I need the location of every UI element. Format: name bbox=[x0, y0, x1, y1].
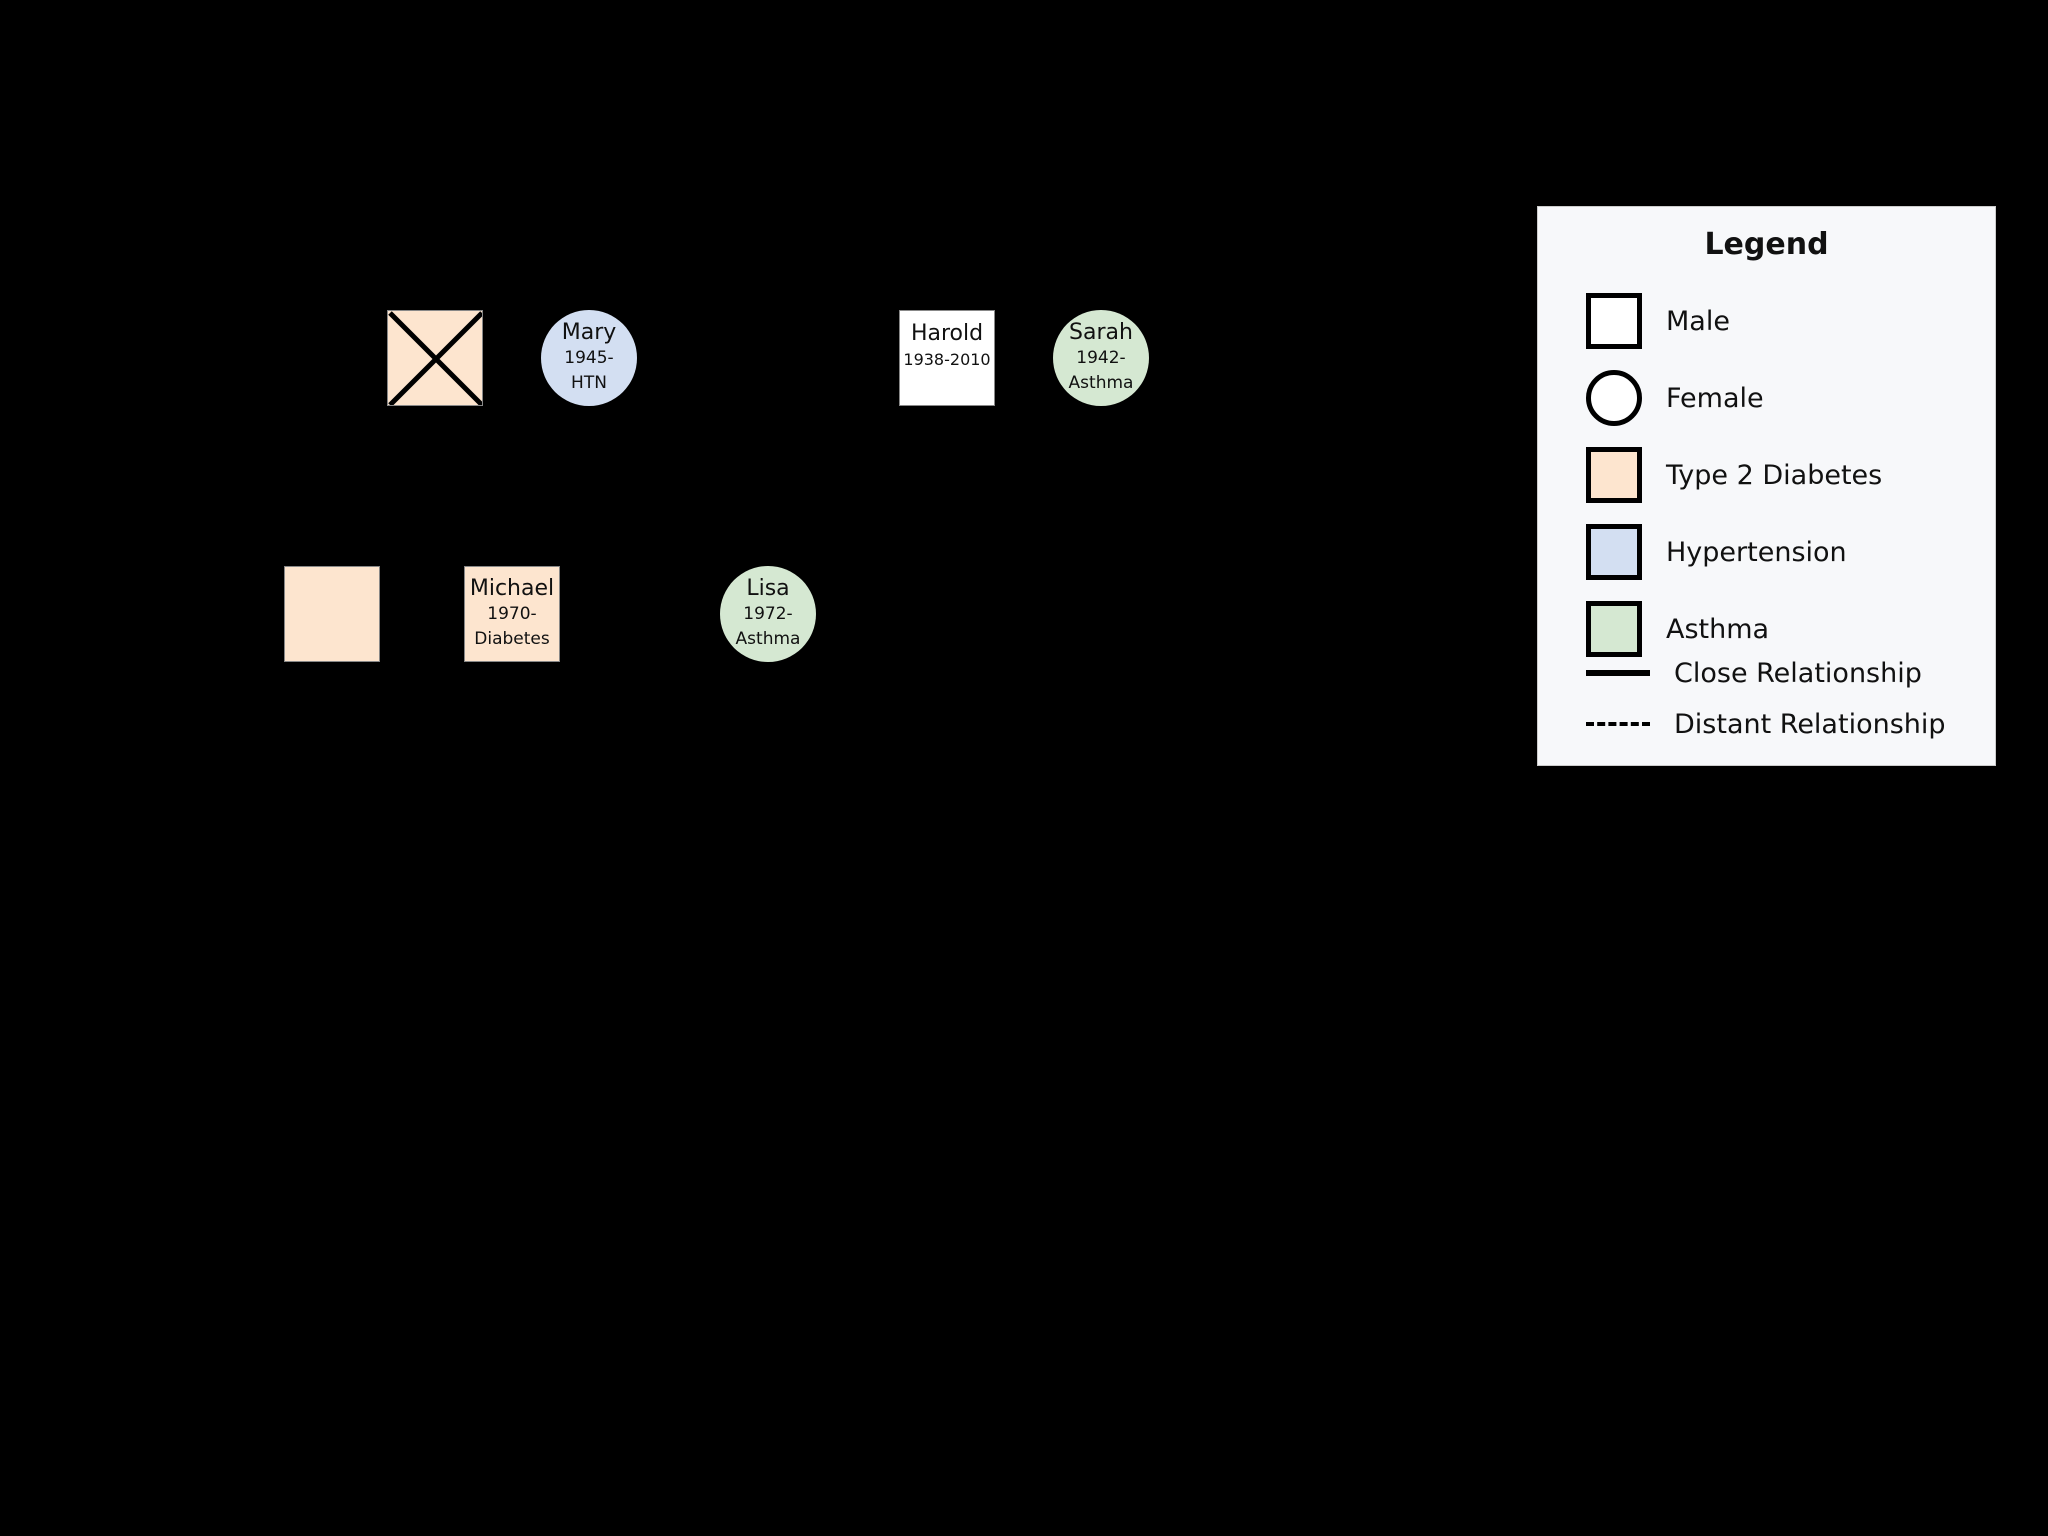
male-square-icon bbox=[1586, 293, 1642, 349]
deceased-cross-icon bbox=[388, 311, 482, 405]
person-condition: Asthma bbox=[735, 629, 801, 649]
legend-item-male: Male bbox=[1586, 293, 1730, 349]
solid-line-icon bbox=[1586, 670, 1650, 676]
legend-item-distant-relationship: Distant Relationship bbox=[1586, 704, 1946, 744]
legend-label: Close Relationship bbox=[1674, 657, 1922, 689]
person-years: 1970- bbox=[487, 604, 537, 624]
person-harold[interactable]: Harold 1938-2010 bbox=[899, 310, 995, 406]
person-michael[interactable]: Michael 1970- Diabetes bbox=[464, 566, 560, 662]
legend-item-close-relationship: Close Relationship bbox=[1586, 653, 1922, 693]
legend-label: Hypertension bbox=[1666, 536, 1847, 568]
person-condition: Diabetes bbox=[474, 629, 550, 649]
person-lisa[interactable]: Lisa 1972- Asthma bbox=[720, 566, 816, 662]
person-years: 1938-2010 bbox=[903, 350, 991, 369]
legend-panel: Legend Male Female Type 2 Diabetes Hyper… bbox=[1537, 206, 1996, 766]
person-years: 1942- bbox=[1076, 348, 1126, 368]
person-unnamed-male[interactable] bbox=[284, 566, 380, 662]
legend-label: Distant Relationship bbox=[1674, 708, 1946, 740]
legend-item-hypertension: Hypertension bbox=[1586, 524, 1847, 580]
legend-label: Male bbox=[1666, 305, 1730, 337]
hypertension-swatch-icon bbox=[1586, 524, 1642, 580]
legend-label: Asthma bbox=[1666, 613, 1770, 645]
person-name: Harold bbox=[910, 321, 984, 346]
person-name: Sarah bbox=[1069, 320, 1133, 345]
person-condition: Asthma bbox=[1068, 373, 1134, 393]
person-years: 1972- bbox=[743, 604, 793, 624]
legend-item-asthma: Asthma bbox=[1586, 601, 1769, 657]
person-name: Mary bbox=[561, 320, 617, 345]
asthma-swatch-icon bbox=[1586, 601, 1642, 657]
person-mary[interactable]: Mary 1945- HTN bbox=[541, 310, 637, 406]
person-years: 1945- bbox=[564, 348, 614, 368]
person-deceased-male[interactable] bbox=[387, 310, 483, 406]
legend-label: Type 2 Diabetes bbox=[1666, 459, 1883, 491]
legend-item-female: Female bbox=[1586, 370, 1764, 426]
person-name: Michael bbox=[469, 576, 555, 601]
diabetes-swatch-icon bbox=[1586, 447, 1642, 503]
female-circle-icon bbox=[1586, 370, 1642, 426]
legend-label: Female bbox=[1666, 382, 1764, 414]
legend-title: Legend bbox=[1704, 227, 1829, 262]
dashed-line-icon bbox=[1586, 722, 1650, 726]
person-sarah[interactable]: Sarah 1942- Asthma bbox=[1053, 310, 1149, 406]
person-name: Lisa bbox=[746, 576, 790, 601]
person-condition: HTN bbox=[571, 373, 607, 393]
legend-item-diabetes: Type 2 Diabetes bbox=[1586, 447, 1882, 503]
